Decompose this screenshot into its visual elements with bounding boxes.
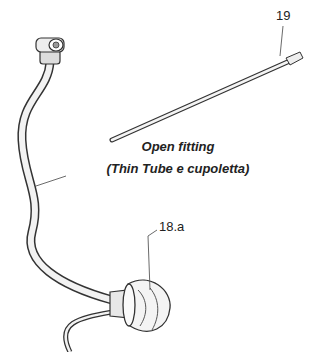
caption-text: Open fitting: [142, 139, 215, 154]
dome: [110, 230, 170, 331]
callout-number: 19: [276, 8, 290, 23]
tube-connector: [36, 38, 64, 64]
tube: [22, 62, 112, 300]
thin-tube-part: [112, 26, 303, 140]
callout-number: 18.a: [159, 219, 184, 234]
caption-text: (Thin Tube e cupoletta): [107, 161, 250, 176]
